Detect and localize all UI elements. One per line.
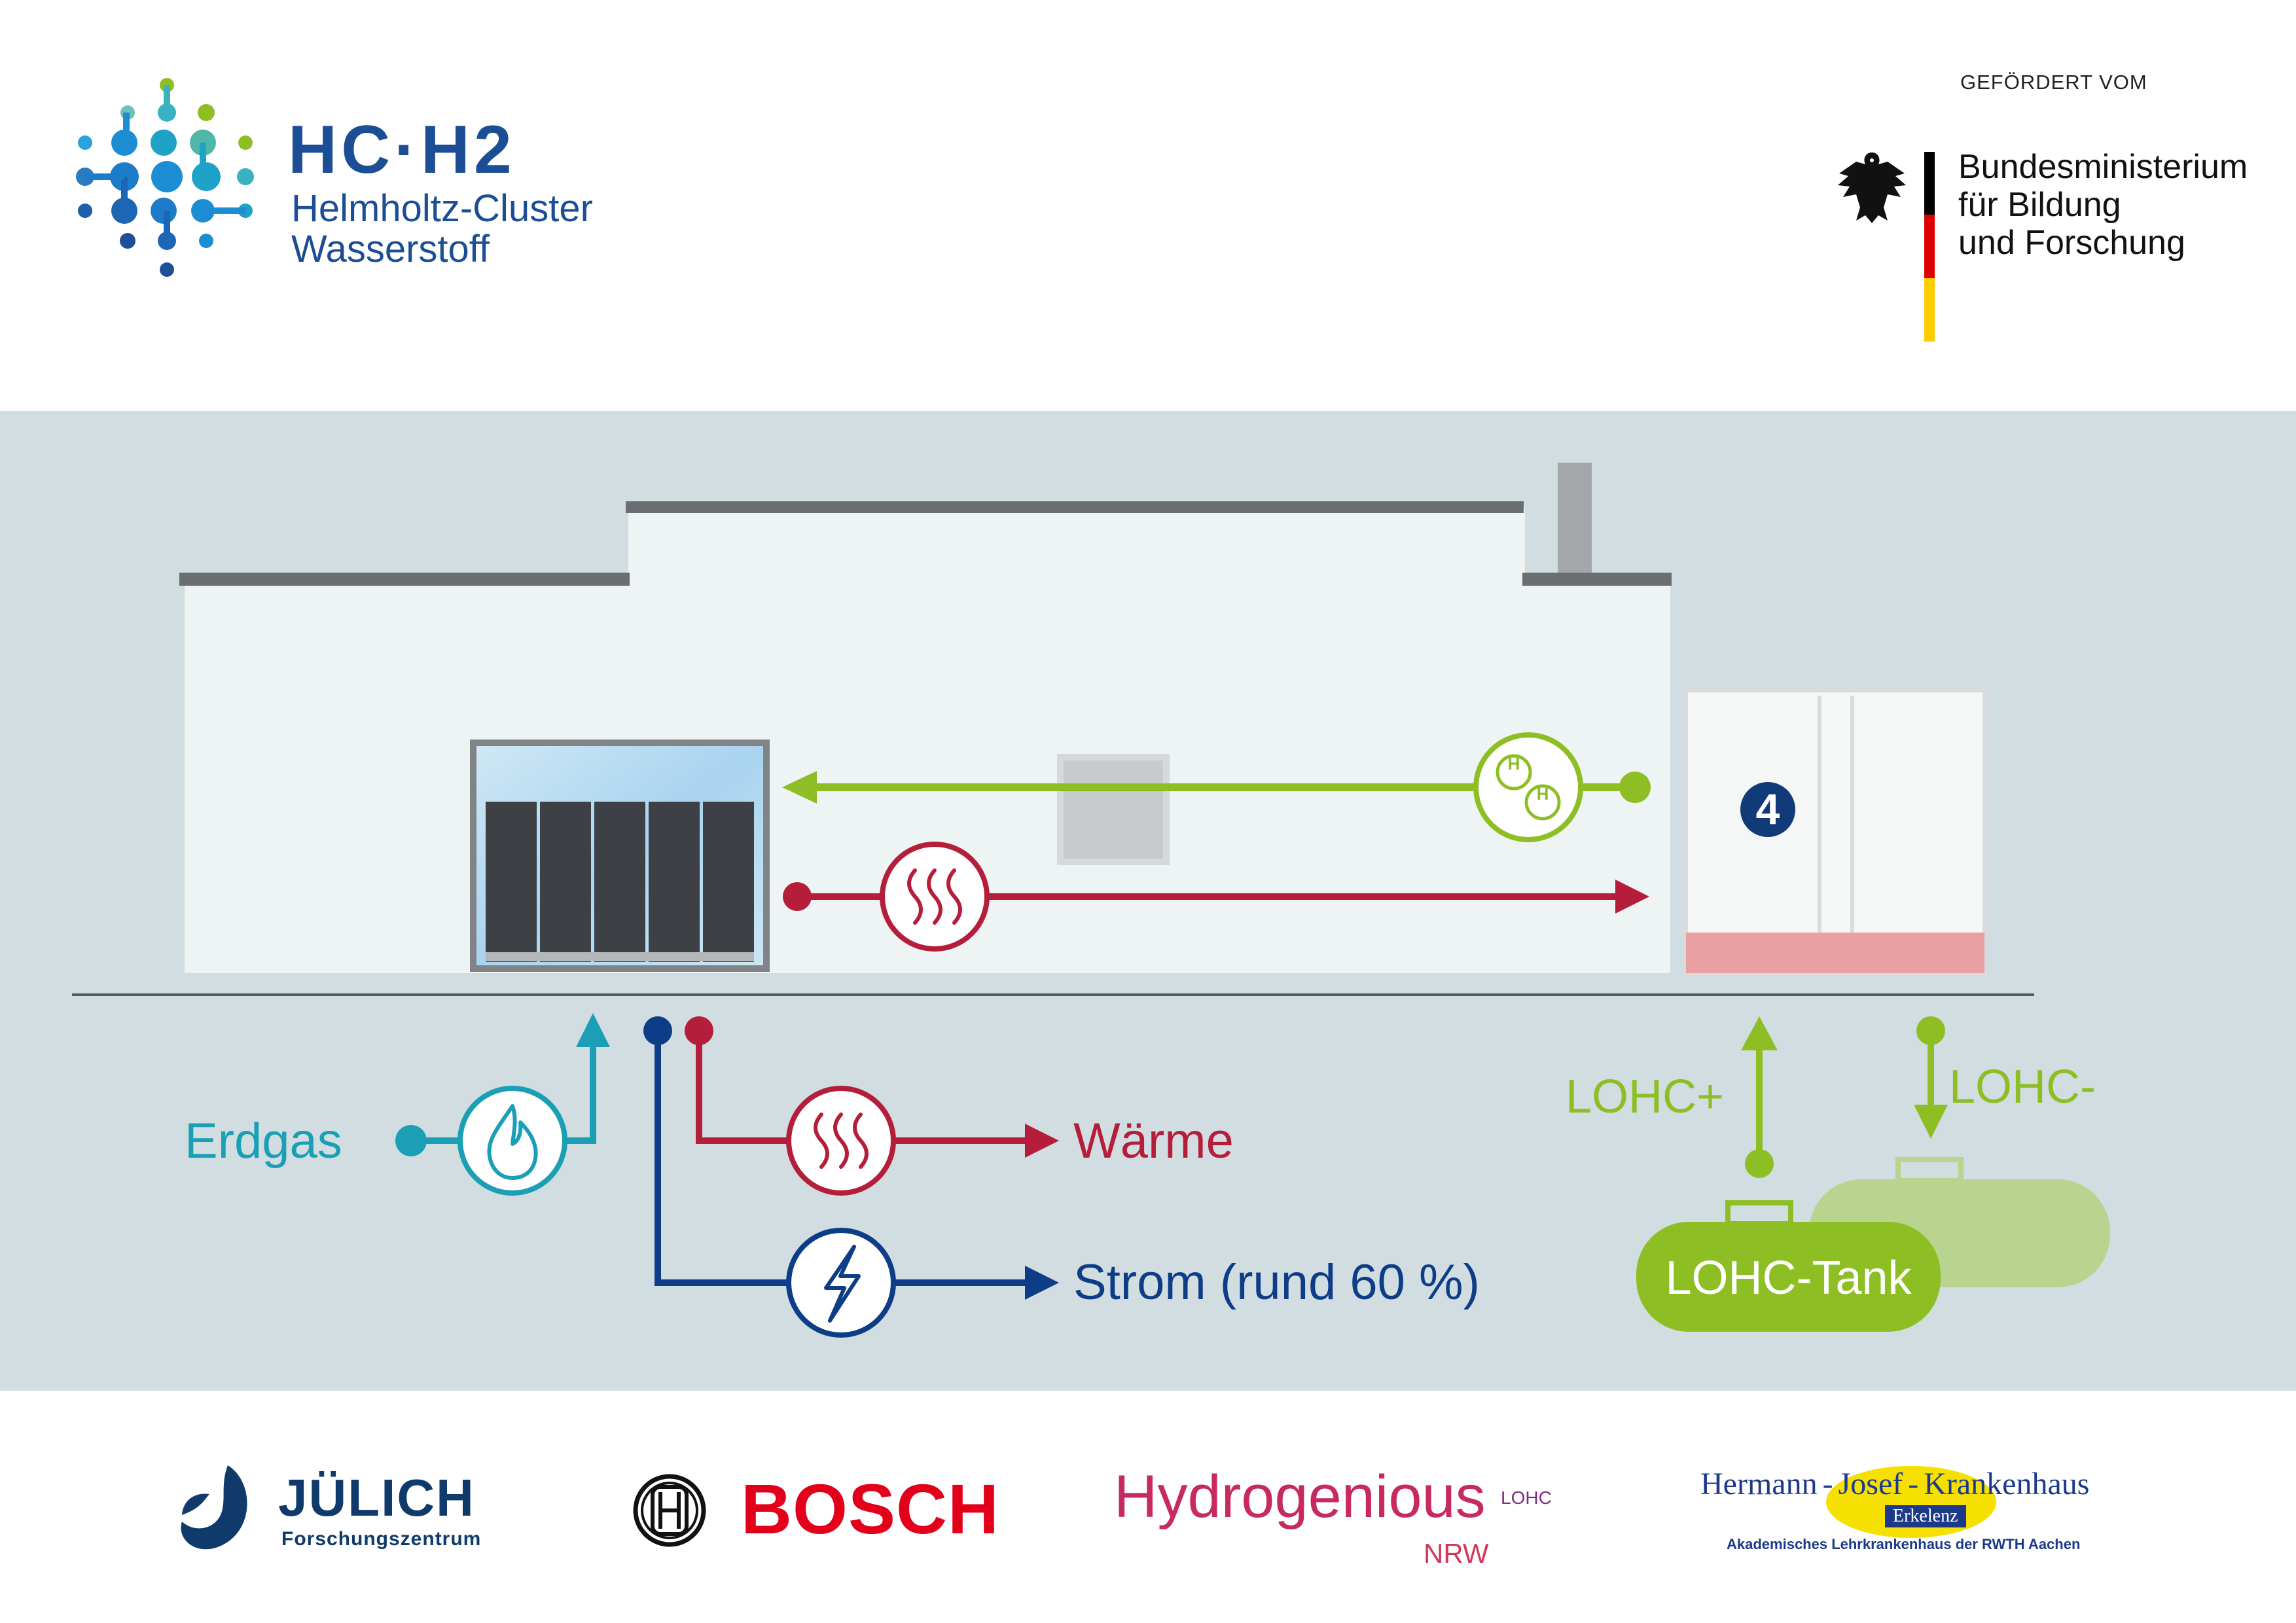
gas-input [395,1013,610,1196]
hydrogenious-sup: LOHC [1501,1488,1552,1508]
container-number: 4 [1755,785,1780,833]
lohc-plus-label: LOHC+ [1566,1071,1725,1123]
container-number-badge [1740,782,1795,837]
gas-label: Erdgas [185,1113,342,1169]
german-flag-bar [1924,152,1935,342]
hospital-name: Hermann-Josef-Krankenhaus [1700,1466,2089,1502]
lohc-tanks [1636,1157,2110,1332]
hydrogen-flow [782,732,1651,842]
funding-label: GEFÖRDERT VOM [1960,71,2147,94]
ministry-line2: für Bildung [1958,186,2121,224]
heat-label: Wärme [1073,1113,1234,1169]
hospital-dash2: - [1908,1467,1919,1501]
lohc-tank [1636,1222,1941,1332]
partner-logos: JÜLICH Forschungszentrum BOSCH Hydrogeni… [0,1391,2296,1623]
header: HC·H2 Helmholtz-Cluster Wasserstoff GEFÖ… [0,0,2296,411]
lohc-minus-label: LOHC- [1949,1061,2096,1113]
ministry-line1: Bundesministerium [1958,148,2248,186]
hospital-name-part2: Josef [1838,1467,1903,1501]
hospital-dash1: - [1822,1467,1833,1501]
hospital-badge: Erkelenz [1885,1505,1966,1527]
heat-flow [783,842,1649,952]
juelich-logo-icon [181,1465,247,1550]
juelich-sub: Forschungszentrum [281,1528,482,1550]
lohc-tank-label: LOHC-Tank [1665,1252,1912,1304]
vent-grille [1057,754,1170,865]
juelich-name: JÜLICH [278,1469,475,1527]
hospital-name-part3: Krankenhaus [1924,1467,2090,1501]
power-output [643,1016,1059,1338]
lightning-icon [786,1228,896,1338]
cluster-subtitle-line2: Wasserstoff [291,228,490,270]
cluster-subtitle-line1: Helmholtz-Cluster [291,187,593,230]
hydrogen-molecule-icon [1473,732,1583,842]
lohc-minus-arrow [1914,1016,1948,1139]
heat-output [685,1016,1059,1196]
cluster-title: HC·H2 [288,112,516,188]
lohc-container [1684,688,1986,975]
hydrogen-letter-1: H [1507,754,1520,774]
eagle-icon [1838,152,1906,223]
lohc-plus-arrow [1741,1016,1778,1178]
bosch-name: BOSCH [741,1469,1000,1548]
hydrogen-letter-2: H [1536,784,1549,804]
fuel-cell-window [470,740,770,972]
bosch-armature-icon [633,1474,706,1547]
power-label: Strom (rund 60 %) [1073,1255,1480,1310]
chimney [1558,463,1592,573]
hydrogenious-name: Hydrogenious [1114,1463,1486,1530]
hc-h2-logo-icon [76,78,254,277]
hydrogenious-sub: NRW [1424,1538,1489,1569]
hospital-sub: Akademisches Lehrkrankenhaus der RWTH Aa… [1727,1536,2081,1552]
fuel-cell-units [486,802,754,962]
hospital-name-part1: Hermann [1700,1467,1818,1501]
ministry-line3: und Forschung [1958,224,2185,262]
